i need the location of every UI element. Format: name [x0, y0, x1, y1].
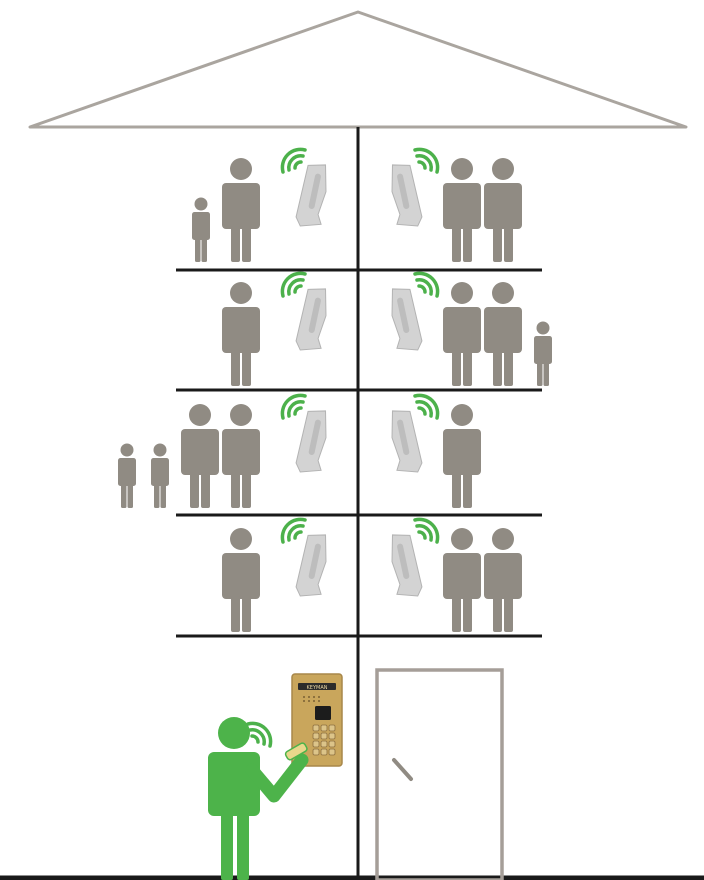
- wifi-signal-icon: [282, 149, 305, 172]
- intercom-handset-icon: [385, 161, 424, 230]
- wifi-signal-icon: [415, 149, 438, 172]
- apartment-3-left: [118, 395, 333, 508]
- person-icon: [443, 528, 481, 632]
- person-icon: [484, 282, 522, 386]
- child-icon: [118, 444, 136, 509]
- intercom-handset-icon: [294, 285, 333, 354]
- keypad-button: [329, 733, 335, 739]
- building-frame: [0, 127, 704, 880]
- apartment-4-right: [385, 519, 522, 632]
- keypad-button: [321, 733, 327, 739]
- intercom-handset-icon: [385, 407, 424, 476]
- intercom-handset-icon: [385, 285, 424, 354]
- person-icon: [443, 404, 481, 508]
- visitor-leg-right: [237, 810, 249, 880]
- person-icon: [222, 282, 260, 386]
- keypad-button: [321, 749, 327, 755]
- keypad-button: [313, 725, 319, 731]
- wifi-signal-icon: [415, 519, 438, 542]
- entrance-door: [377, 670, 502, 880]
- person-icon: [484, 158, 522, 262]
- apartment-1-right: [385, 149, 522, 262]
- person-icon: [443, 282, 481, 386]
- keypad-button: [329, 749, 335, 755]
- door-icon: [377, 670, 502, 880]
- apartment-2-left: [222, 273, 333, 386]
- child-icon: [151, 444, 169, 509]
- keypad-button: [321, 725, 327, 731]
- intercom-handset-icon: [294, 531, 333, 600]
- keypad-button: [321, 741, 327, 747]
- wifi-signal-icon: [415, 273, 438, 296]
- apartment-4-left: [222, 519, 333, 632]
- keypad-button: [329, 741, 335, 747]
- visitor-signal: [248, 723, 271, 746]
- panel-brand-label: KEYMAN: [307, 685, 328, 691]
- wifi-signal-icon: [282, 395, 305, 418]
- roof: [30, 12, 686, 127]
- person-icon: [222, 158, 260, 262]
- intercom-handset-icon: [294, 161, 333, 230]
- keypad-button: [313, 733, 319, 739]
- intercom-handset-icon: [294, 407, 333, 476]
- person-icon: [484, 528, 522, 632]
- visitor-body: [208, 752, 260, 816]
- door-handle: [394, 760, 411, 779]
- child-icon: [534, 322, 552, 387]
- person-icon: [443, 158, 481, 262]
- keypad-button: [313, 741, 319, 747]
- wifi-signal-icon: [282, 519, 305, 542]
- apartment-2-right: [385, 273, 552, 386]
- keypad-button: [313, 749, 319, 755]
- person-icon: [222, 404, 260, 508]
- intercom-handset-icon: [385, 531, 424, 600]
- child-icon: [192, 198, 210, 263]
- keypad-button: [329, 725, 335, 731]
- wifi-signal-icon: [282, 273, 305, 296]
- wifi-signal-icon: [415, 395, 438, 418]
- visitor-leg-left: [221, 810, 233, 880]
- apartment-1-left: [192, 149, 333, 262]
- apartment-3-right: [385, 395, 481, 508]
- person-icon: [181, 404, 219, 508]
- visitor-head: [218, 717, 250, 749]
- panel-camera: [315, 706, 331, 720]
- person-icon: [222, 528, 260, 632]
